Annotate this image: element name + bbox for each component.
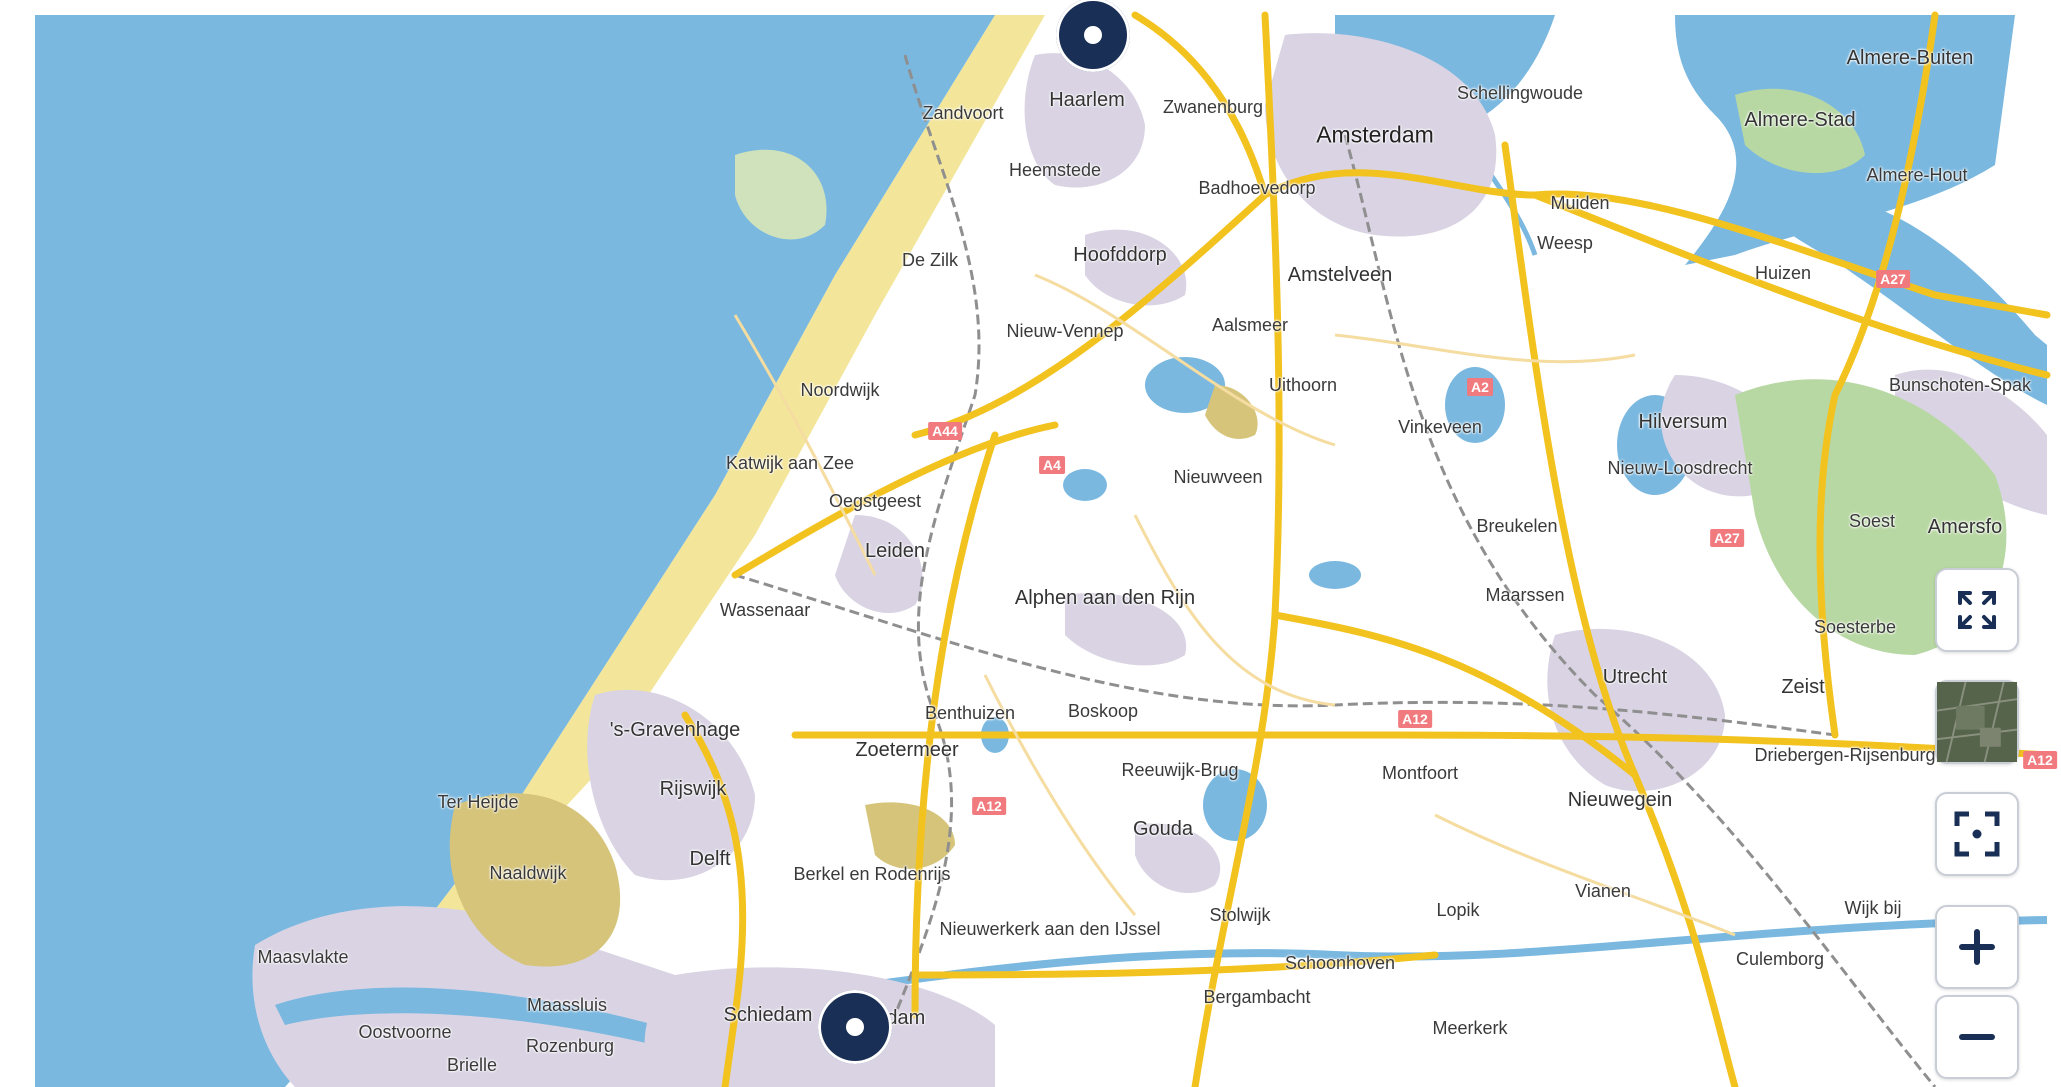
expand-arrows-icon: [1958, 591, 1996, 629]
place-label: Lopik: [1436, 900, 1480, 920]
place-label: Culemborg: [1735, 949, 1825, 969]
place-label: Hoofddorp: [1073, 244, 1167, 266]
place-label: 's-Gravenhage: [609, 719, 741, 741]
place-label: Almere-Stad: [1744, 109, 1856, 131]
place-label: Boskoop: [1067, 701, 1139, 721]
place-label: Almere-Hout: [1866, 165, 1968, 185]
place-label: Naaldwijk: [489, 863, 567, 883]
place-label: Muiden: [1550, 193, 1610, 213]
crosshair-focus-icon: [1954, 811, 2000, 857]
place-label: Ter Heijde: [437, 792, 519, 812]
place-label: Zandvoort: [922, 103, 1004, 123]
place-label: Almere-Buiten: [1846, 47, 1974, 69]
place-label: Wijk bij: [1844, 898, 1902, 918]
place-label: Hilversum: [1638, 411, 1728, 433]
road-shield: A4: [1039, 456, 1065, 474]
place-label: Heemstede: [1008, 160, 1102, 180]
pin-dot-icon: [1084, 26, 1102, 44]
road-shield: A2: [1467, 378, 1493, 396]
place-label: Schellingwoude: [1456, 83, 1584, 103]
place-label: Leiden: [864, 540, 926, 562]
place-label: Vianen: [1575, 881, 1631, 901]
place-label: Amstelveen: [1287, 264, 1393, 286]
place-label: Breukelen: [1476, 516, 1558, 536]
location-pin-marker[interactable]: [818, 990, 892, 1064]
road-shield: A27: [1876, 270, 1910, 288]
place-label: Noordwijk: [800, 380, 880, 400]
place-label: Schiedam: [723, 1004, 813, 1026]
place-label: Delft: [689, 848, 731, 870]
place-label: Vinkeveen: [1398, 417, 1482, 437]
place-label: Huizen: [1754, 263, 1812, 283]
place-label: Schoonhoven: [1284, 953, 1396, 973]
place-label: Meerkerk: [1432, 1018, 1508, 1038]
pin-dot-icon: [846, 1018, 864, 1036]
place-label: Berkel en Rodenrijs: [793, 864, 951, 884]
place-label: Bergambacht: [1203, 987, 1311, 1007]
map-viewport[interactable]: Almere-Buiten Schellingwoude Zwanenburg …: [35, 0, 2057, 1087]
place-label: Alphen aan den Rijn: [1014, 587, 1196, 609]
place-label: Haarlem: [1049, 89, 1125, 111]
place-label: Weesp: [1537, 233, 1593, 253]
place-label: Montfoort: [1381, 763, 1459, 783]
place-label: Maarssen: [1485, 585, 1565, 605]
map-basemap: [35, 11, 2051, 1087]
road-shield: A12: [2023, 751, 2057, 769]
fullscreen-button[interactable]: [1935, 568, 2019, 652]
place-label: De Zilk: [901, 250, 959, 270]
satellite-layer-button[interactable]: [1935, 680, 2019, 764]
place-label: Nieuw-Loosdrecht: [1607, 458, 1753, 478]
place-label: Nieuw-Vennep: [1006, 321, 1124, 341]
place-label: Benthuizen: [924, 703, 1016, 723]
place-label: Oostvoorne: [358, 1022, 452, 1042]
road-shield: A12: [1398, 710, 1432, 728]
place-label: Wassenaar: [719, 600, 811, 620]
road-shield: A12: [972, 797, 1006, 815]
place-label: Maasvlakte: [257, 947, 349, 967]
place-label: Rijswijk: [659, 778, 727, 800]
place-label: Zeist: [1781, 676, 1825, 698]
place-label: Katwijk aan Zee: [725, 453, 855, 473]
place-label: Brielle: [446, 1055, 498, 1075]
zoom-in-button[interactable]: [1935, 905, 2019, 989]
place-label: Nieuwerkerk aan den IJssel: [939, 919, 1161, 939]
place-label: Gouda: [1132, 818, 1194, 840]
place-label: Oegstgeest: [828, 491, 922, 511]
place-label: Soesterbe: [1813, 617, 1897, 637]
place-label: Utrecht: [1602, 666, 1668, 688]
place-label: Bunschoten-Spak: [1888, 375, 2032, 395]
minus-icon: [1959, 1034, 1995, 1040]
place-label: Nieuwegein: [1567, 789, 1673, 811]
place-label: Uithoorn: [1268, 375, 1338, 395]
place-label: Badhoevedorp: [1198, 178, 1316, 198]
place-label: Nieuwveen: [1173, 467, 1263, 487]
location-pin-marker[interactable]: [1056, 0, 1130, 72]
place-label: Rozenburg: [525, 1036, 615, 1056]
place-label: Amersfo: [1927, 516, 2003, 538]
satellite-thumbnail-icon: [1936, 681, 2018, 763]
road-shield: A27: [1710, 529, 1744, 547]
place-label: Soest: [1848, 511, 1896, 531]
place-label: Aalsmeer: [1211, 315, 1289, 335]
place-label: Maassluis: [526, 995, 608, 1015]
place-label: Amsterdam: [1316, 121, 1434, 148]
place-label: Stolwijk: [1209, 905, 1271, 925]
place-label: Reeuwijk-Brug: [1121, 760, 1239, 780]
plus-icon: [1959, 929, 1995, 965]
place-label: Zwanenburg: [1162, 97, 1264, 117]
road-shield: A44: [928, 422, 962, 440]
zoom-out-button[interactable]: [1935, 995, 2019, 1079]
place-label: Driebergen-Rijsenburg: [1754, 745, 1936, 765]
place-label: Zoetermeer: [855, 739, 959, 761]
locate-me-button[interactable]: [1935, 792, 2019, 876]
